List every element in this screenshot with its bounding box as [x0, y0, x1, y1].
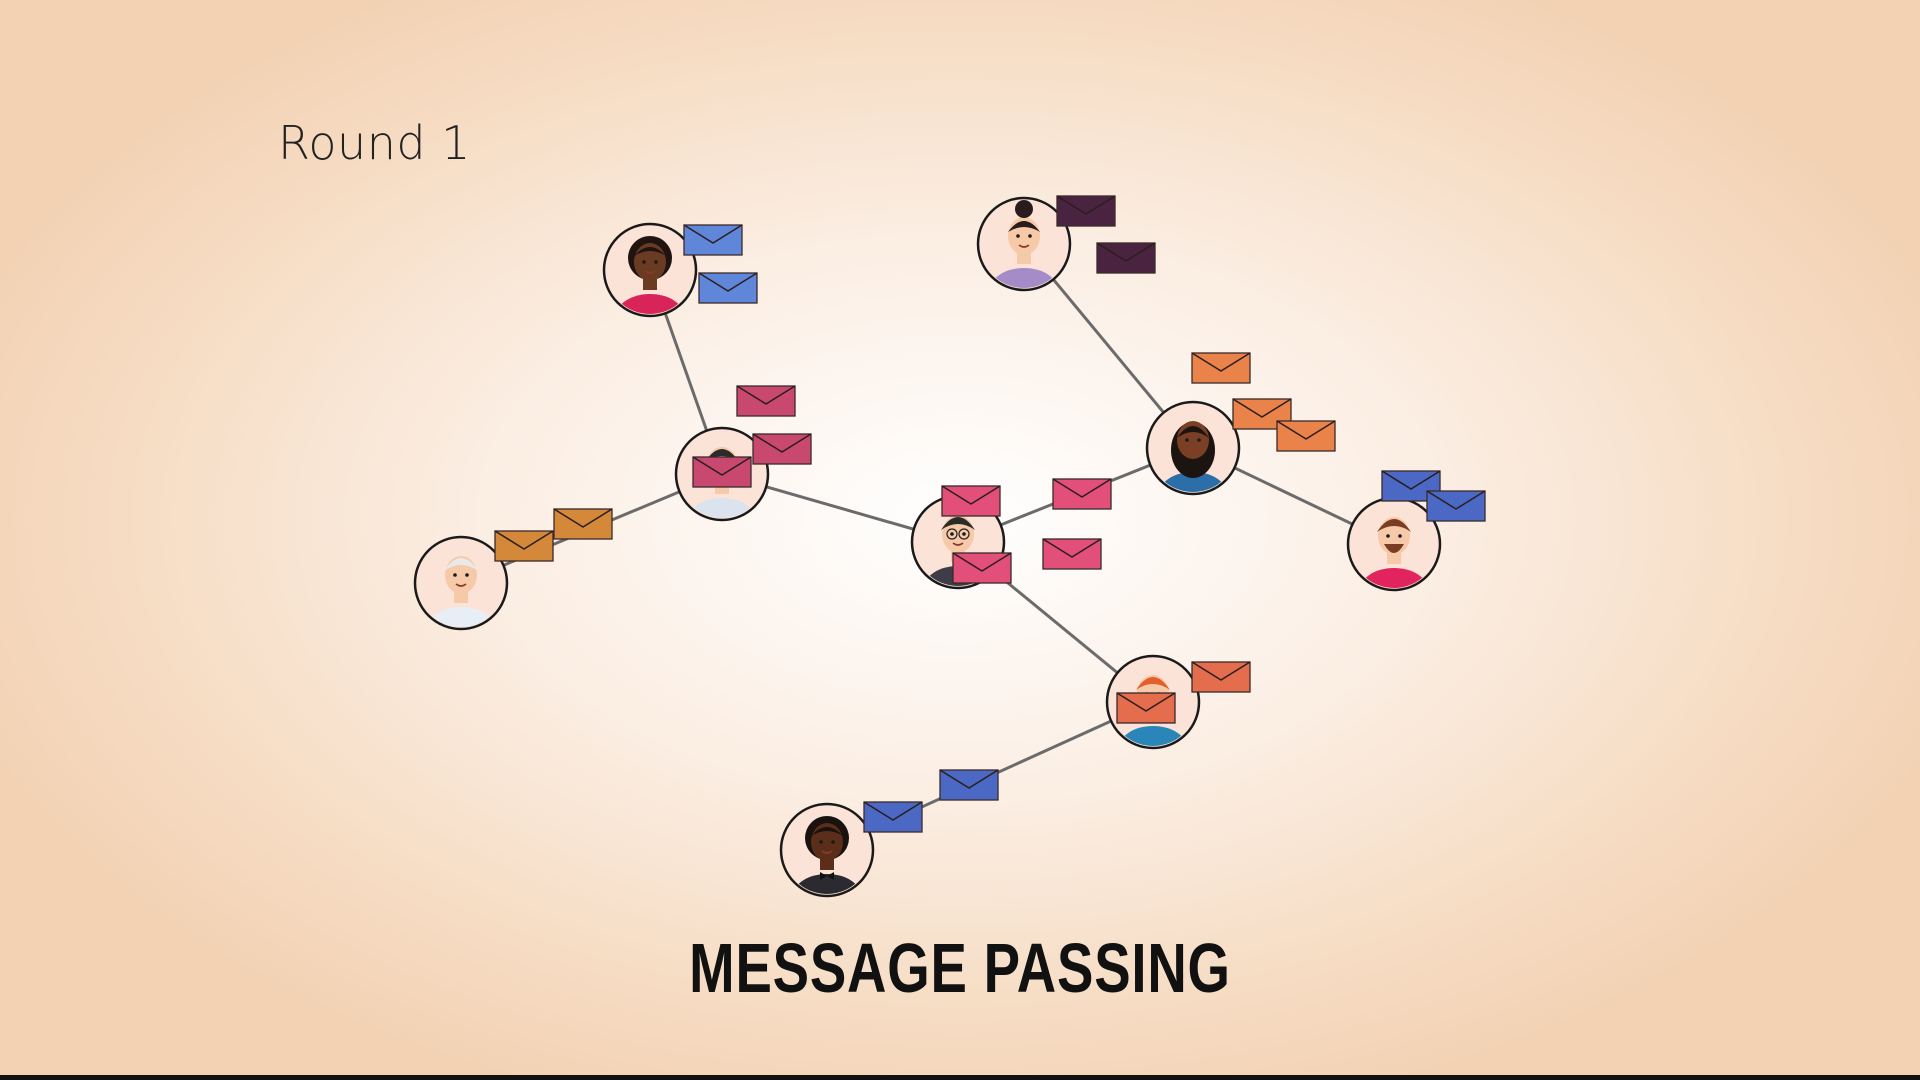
- envelope-icon: [692, 456, 752, 488]
- woman-curly-hair-icon: [602, 222, 698, 318]
- envelope-icon: [494, 530, 554, 562]
- envelope-icon: [1056, 195, 1116, 227]
- envelope-icon: [863, 801, 923, 833]
- envelope-icon: [1052, 478, 1112, 510]
- envelope-icon: [1116, 692, 1176, 724]
- envelope-icon: [952, 552, 1012, 584]
- envelope-icon: [1042, 538, 1102, 570]
- elderly-man-icon: [413, 535, 509, 631]
- round-label: Round 1: [278, 116, 471, 170]
- envelope-icon: [553, 508, 613, 540]
- envelope-icon: [683, 224, 743, 256]
- envelope-icon: [1426, 490, 1486, 522]
- envelope-icon: [1096, 242, 1156, 274]
- graph-messages: [494, 195, 1486, 833]
- envelope-icon: [1191, 661, 1251, 693]
- envelope-icon: [941, 485, 1001, 517]
- envelope-icon: [939, 769, 999, 801]
- man-bowtie-icon: [779, 802, 875, 898]
- envelope-icon: [698, 272, 758, 304]
- woman-long-hair-icon: [1145, 400, 1241, 496]
- envelope-icon: [1191, 352, 1251, 384]
- envelope-icon: [736, 385, 796, 417]
- graph-nodes: [413, 196, 1442, 898]
- envelope-icon: [752, 433, 812, 465]
- woman-hair-bun-icon: [976, 196, 1072, 292]
- bearded-man-icon: [1346, 496, 1442, 592]
- diagram-title: MESSAGE PASSING: [689, 929, 1231, 1007]
- bottom-border: [0, 1075, 1920, 1080]
- envelope-icon: [1276, 420, 1336, 452]
